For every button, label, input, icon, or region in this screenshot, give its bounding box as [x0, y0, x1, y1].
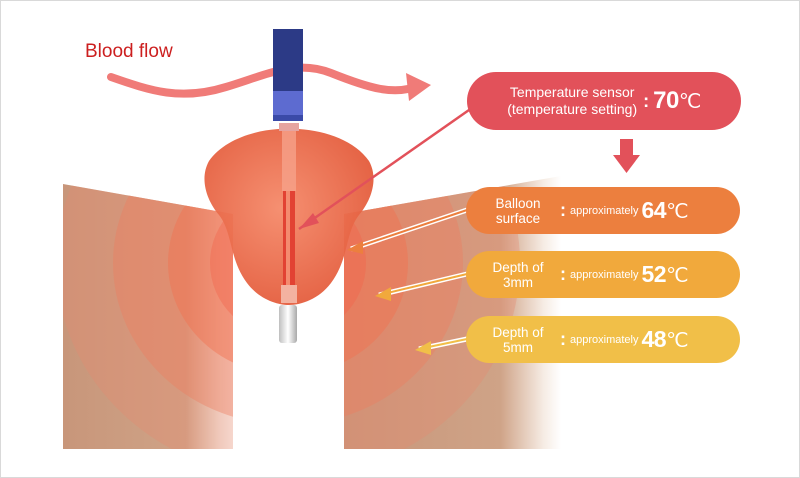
sensor-label-line2: (temperature setting)	[507, 101, 638, 117]
sensor-label-line1: Temperature sensor	[509, 84, 635, 100]
depth3-temperature: 52℃	[641, 261, 689, 287]
colon: :	[560, 200, 566, 220]
depth-5mm-callout: Depth of 5mm : approximately 48℃	[466, 316, 740, 363]
balloon-label-line1: Balloon	[495, 195, 541, 211]
depth5-label-line2: 5mm	[503, 339, 533, 355]
catheter-shaft	[273, 29, 303, 121]
colon: :	[560, 329, 566, 349]
balloon-label-line2: surface	[495, 210, 541, 226]
depth3-label-line1: Depth of	[492, 259, 544, 275]
approx-label: approximately	[570, 333, 639, 346]
tissue	[63, 176, 561, 449]
catheter-tip	[279, 305, 297, 343]
balloon-temperature: 64℃	[641, 197, 689, 223]
approx-label: approximately	[570, 204, 639, 217]
approx-label: approximately	[570, 268, 639, 281]
balloon-label: Balloon surface	[482, 196, 554, 226]
blood-flow-arrow	[107, 63, 431, 101]
colon: :	[560, 264, 566, 284]
depth-3mm-callout: Depth of 3mm : approximately 52℃	[466, 251, 740, 298]
depth3-label-line2: 3mm	[503, 274, 533, 290]
temperature-sensor-callout: Temperature sensor (temperature setting)…	[467, 72, 741, 130]
pointer-arrows	[298, 101, 480, 355]
balloon-surface-callout: Balloon surface : approximately 64℃	[466, 187, 740, 234]
down-arrow	[613, 139, 640, 173]
colon: :	[643, 90, 650, 111]
depth5-label-line1: Depth of	[492, 324, 544, 340]
balloon	[204, 123, 374, 305]
depth5-temperature: 48℃	[641, 326, 689, 352]
depth3-label: Depth of 3mm	[482, 260, 554, 290]
blood-flow-label: Blood flow	[85, 41, 173, 62]
depth5-label: Depth of 5mm	[482, 325, 554, 355]
sensor-label: Temperature sensor (temperature setting)	[507, 84, 637, 118]
sensor-temperature: 70℃	[653, 87, 701, 114]
